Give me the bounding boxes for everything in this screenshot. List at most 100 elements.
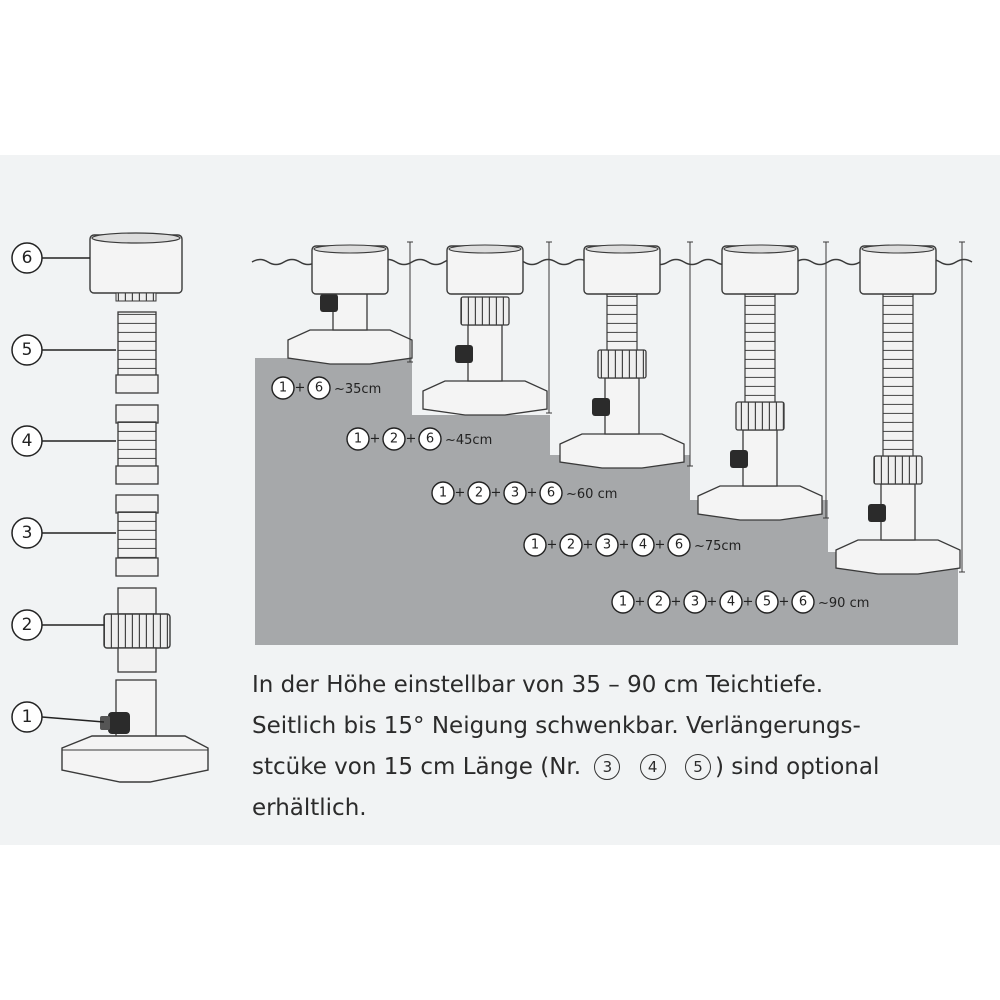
- plus-sign: +: [743, 595, 754, 610]
- part-4-extension-tube: [115, 404, 159, 485]
- plus-sign: +: [779, 595, 790, 610]
- plus-sign: +: [370, 432, 381, 447]
- description-line-2: Seitlich bis 15° Neigung schwenkbar. Ver…: [252, 713, 861, 739]
- callout-part-4-number: 4: [22, 431, 33, 451]
- callout-part-6: 6: [11, 242, 90, 274]
- part-number-badge: [523, 533, 547, 557]
- part-number-badge: [431, 481, 455, 505]
- part-number: 1: [279, 381, 287, 396]
- float-head-rim: [313, 244, 387, 254]
- callout-part-5: 5: [11, 334, 116, 366]
- part-number-badge: [418, 427, 442, 451]
- float-head-rim: [723, 244, 797, 254]
- plus-sign: +: [491, 486, 502, 501]
- float-head-rim: [861, 244, 935, 254]
- part-number-badge: [467, 481, 491, 505]
- nozzle: [320, 294, 338, 312]
- part-number-badge: [631, 533, 655, 557]
- configuration-height: ~75cm: [694, 539, 741, 554]
- part-number: 6: [426, 432, 434, 447]
- plus-sign: +: [547, 538, 558, 553]
- part-number: 1: [531, 538, 539, 553]
- part-number: 6: [799, 595, 807, 610]
- part-number: 3: [691, 595, 699, 610]
- part-number-badge: [307, 376, 331, 400]
- plus-sign: +: [455, 486, 466, 501]
- part-1-base: [61, 679, 209, 783]
- part-number-badge: [539, 481, 563, 505]
- base-plate: [287, 329, 413, 365]
- plus-sign: +: [583, 538, 594, 553]
- plus-sign: +: [707, 595, 718, 610]
- assembled-unit: [422, 241, 552, 416]
- height-dimension-line: [546, 241, 552, 414]
- part-number: 4: [639, 538, 647, 553]
- optional-part-ref: 3: [594, 754, 621, 780]
- description-text: In der Höhe einstellbar von 35 – 90 cm T…: [252, 665, 972, 829]
- part-number: 5: [763, 595, 771, 610]
- nozzle: [868, 504, 886, 522]
- description-line-3: stcüke von 15 cm Länge (Nr. 3 4 5) sind …: [252, 747, 972, 788]
- plus-sign: +: [671, 595, 682, 610]
- coupling-nut: [735, 401, 785, 431]
- part-number-badge: [683, 590, 707, 614]
- callout-part-3-number: 3: [22, 523, 33, 543]
- part-callouts: 6 5 4 3 2 1: [11, 242, 116, 733]
- part-number: 2: [475, 486, 483, 501]
- plus-sign: +: [406, 432, 417, 447]
- assembled-units: [287, 241, 965, 575]
- height-dimension-line: [687, 241, 693, 467]
- base-stem: [604, 377, 640, 435]
- description-line-4: erhältlich.: [252, 795, 367, 821]
- plus-sign: +: [295, 381, 306, 396]
- assembled-unit: [287, 241, 413, 365]
- part-number: 2: [655, 595, 663, 610]
- configuration-height: ~45cm: [445, 433, 492, 448]
- part-number: 2: [567, 538, 575, 553]
- configuration-formula: 1+2+3+4+5+6~90 cm: [611, 590, 869, 614]
- nozzle: [592, 398, 610, 416]
- plus-sign: +: [635, 595, 646, 610]
- optional-part-ref: 4: [639, 754, 666, 780]
- base-stem: [467, 324, 503, 382]
- part-number-badge: [791, 590, 815, 614]
- float-head-rim: [585, 244, 659, 254]
- part-2-coupling: [103, 587, 171, 673]
- part-number-badge: [647, 590, 671, 614]
- part-5-extension-tube: [115, 311, 159, 394]
- plus-sign: +: [527, 486, 538, 501]
- height-dimension-line: [959, 241, 965, 573]
- callout-part-6-number: 6: [22, 248, 33, 268]
- assembled-unit: [835, 241, 965, 575]
- plus-sign: +: [655, 538, 666, 553]
- configuration-height: ~60 cm: [566, 487, 617, 502]
- base-plate: [422, 380, 548, 416]
- ribbed-tube: [606, 293, 638, 351]
- part-number-badge: [382, 427, 406, 451]
- part-number: 4: [727, 595, 735, 610]
- part-number: 1: [354, 432, 362, 447]
- part-number: 3: [511, 486, 519, 501]
- coupling-nut: [460, 296, 510, 326]
- optional-part-ref: 5: [685, 754, 712, 780]
- part-3-extension-tube: [115, 494, 159, 577]
- part-number-badge: [595, 533, 619, 557]
- height-dimension-line: [823, 241, 829, 519]
- callout-part-1: 1: [11, 701, 105, 733]
- part-number: 6: [547, 486, 555, 501]
- configuration-formula: 1 +2 +6 ~45cm: [346, 427, 492, 451]
- part-number: 3: [603, 538, 611, 553]
- base-plate: [559, 433, 685, 469]
- ribbed-tube: [744, 293, 776, 403]
- description-line-3-end: ) sind optional: [715, 754, 880, 780]
- callout-part-3: 3: [11, 517, 116, 549]
- configuration-height: ~35cm: [334, 382, 381, 397]
- part-number: 2: [390, 432, 398, 447]
- assembled-unit: [559, 241, 693, 469]
- part-number: 6: [675, 538, 683, 553]
- nozzle: [455, 345, 473, 363]
- float-head-rim: [448, 244, 522, 254]
- plus-sign: +: [619, 538, 630, 553]
- callout-part-5-number: 5: [22, 340, 33, 360]
